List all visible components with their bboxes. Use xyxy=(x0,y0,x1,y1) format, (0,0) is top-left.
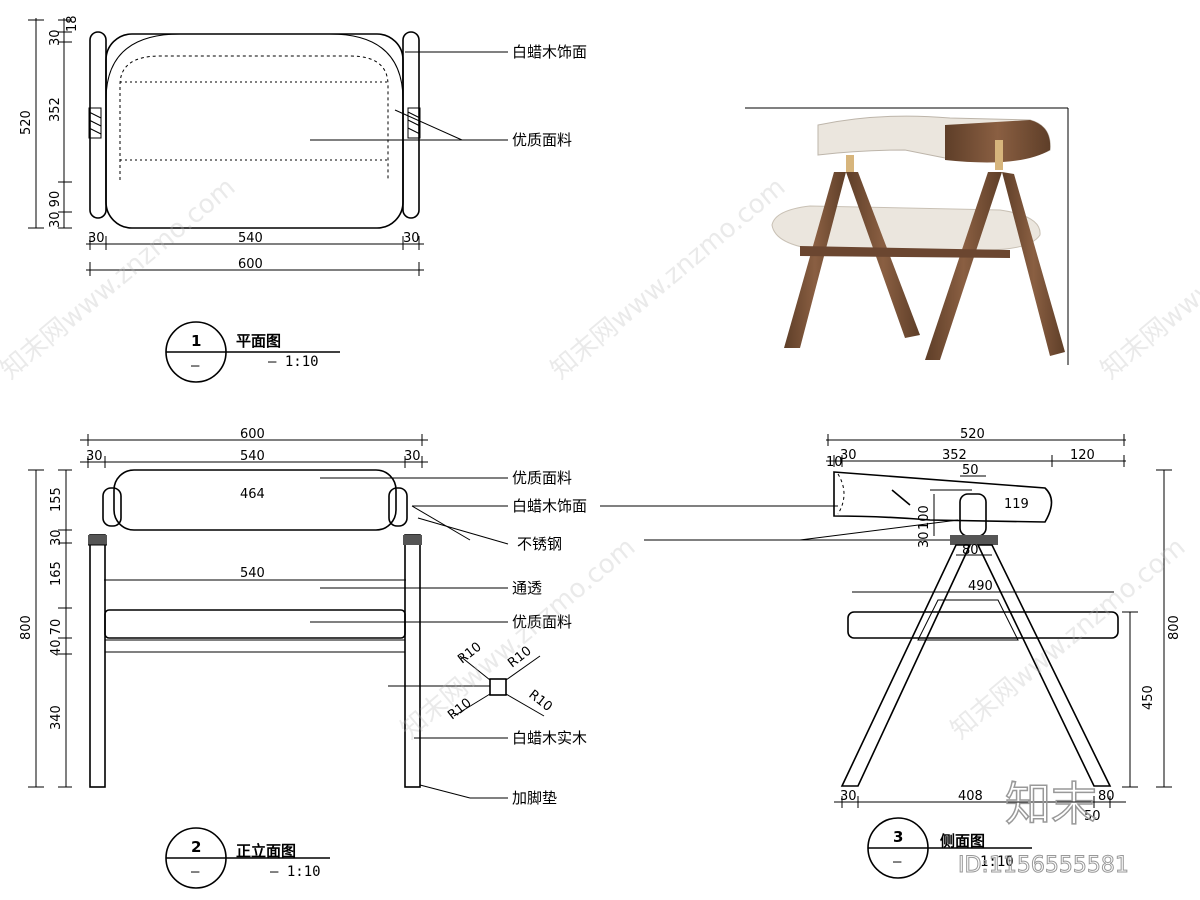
side-dim-408: 408 xyxy=(958,789,983,804)
front-callout-steel: 不锈钢 xyxy=(517,535,562,553)
front-dim-540-top: 540 xyxy=(240,449,265,464)
side-title-scale: 1:10 xyxy=(980,854,1014,870)
front-dim-165: 165 xyxy=(49,561,64,586)
front-title-block: 2 – 正立面图 – 1:10 xyxy=(165,827,330,889)
front-dim-600: 600 xyxy=(240,427,265,442)
front-callout-open: 通透 xyxy=(512,579,542,597)
side-dim-800: 800 xyxy=(1167,615,1182,640)
plan-dim-30-90: 30 90 xyxy=(48,191,63,228)
plan-dim-540: 540 xyxy=(238,231,263,246)
front-dim-155: 155 xyxy=(49,487,64,512)
front-callout-fabric-top: 优质面料 xyxy=(512,469,572,487)
side-dim-120: 120 xyxy=(1070,448,1095,463)
plan-dim-520: 520 xyxy=(19,110,34,135)
side-dim-30c: 30 xyxy=(840,789,857,804)
side-dim-80: 80 xyxy=(962,543,979,558)
plan-title-number: 1 xyxy=(191,332,201,350)
plan-dim-18: 18 xyxy=(65,15,80,32)
plan-view: 520 30 18 352 30 90 30 540 30 600 白蜡木饰面 … xyxy=(19,15,587,383)
front-dim-464: 464 xyxy=(240,487,265,502)
plan-title-block: 1 – 平面图 – 1:10 xyxy=(165,321,340,383)
front-title-number: 2 xyxy=(191,838,201,856)
watermark-site-3: 知末网www.znzmo.com xyxy=(395,532,641,745)
front-callout-ash-veneer: 白蜡木饰面 xyxy=(512,497,587,515)
plan-dim-30-left: 30 xyxy=(88,231,105,246)
watermark-logo: 知末 xyxy=(1005,777,1097,831)
plan-callout-ash-veneer: 白蜡木饰面 xyxy=(512,43,587,61)
front-title-scale: – 1:10 xyxy=(270,864,321,880)
side-dim-490: 490 xyxy=(968,579,993,594)
side-view: 520 10 30 352 120 50 119 100 30 80 490 8… xyxy=(600,427,1182,879)
side-title-block: 3 – 侧面图 1:10 xyxy=(867,817,1032,879)
front-callout-foot-pad: 加脚垫 xyxy=(512,789,557,807)
side-dim-520: 520 xyxy=(960,427,985,442)
side-title-dash: – xyxy=(893,854,902,870)
watermark-site-2: 知末网www.znzmo.com xyxy=(545,172,791,385)
chair-photo xyxy=(745,107,1069,365)
front-title-dash: – xyxy=(191,864,200,880)
side-dim-450: 450 xyxy=(1141,685,1156,710)
plan-title-scale: – 1:10 xyxy=(268,354,319,370)
front-dim-30-left: 30 xyxy=(86,449,103,464)
front-title-name: 正立面图 xyxy=(236,842,296,860)
front-dim-30-right: 30 xyxy=(404,449,421,464)
side-title-number: 3 xyxy=(893,828,903,846)
radius-label-4: R10 xyxy=(526,687,555,715)
side-dim-30: 30 xyxy=(840,448,857,463)
plan-dim-352: 352 xyxy=(48,97,63,122)
plan-dim-30-top: 30 xyxy=(48,29,63,46)
plan-title-dash: – xyxy=(191,358,200,374)
plan-dim-600: 600 xyxy=(238,257,263,272)
side-dim-352: 352 xyxy=(942,448,967,463)
side-dim-119: 119 xyxy=(1004,497,1029,512)
front-dim-800: 800 xyxy=(19,615,34,640)
side-title-name: 侧面图 xyxy=(940,832,985,850)
plan-dim-30-right: 30 xyxy=(403,231,420,246)
watermark-id: ID:1156555581 xyxy=(958,853,1129,878)
side-dim-80c: 80 xyxy=(1098,789,1115,804)
watermark-site-5: 知末网www.znzmo.com xyxy=(1095,172,1200,385)
front-dim-30: 30 xyxy=(49,529,64,546)
front-callout-fabric-seat: 优质面料 xyxy=(512,613,572,631)
front-dim-540-mid: 540 xyxy=(240,566,265,581)
watermarks: 知末网www.znzmo.com 知末网www.znzmo.com 知末网www… xyxy=(0,172,1200,878)
side-dim-50: 50 xyxy=(962,463,979,478)
side-dim-100: 100 xyxy=(917,505,932,530)
plan-title-name: 平面图 xyxy=(236,332,281,350)
front-dim-340: 340 xyxy=(49,705,64,730)
plan-callout-fabric: 优质面料 xyxy=(512,131,572,149)
side-dim-50b: 50 xyxy=(1084,809,1101,824)
side-dim-10: 10 xyxy=(826,455,843,470)
front-callout-ash-solid: 白蜡木实木 xyxy=(512,729,587,747)
front-dim-40-70: 40 70 xyxy=(49,619,64,656)
